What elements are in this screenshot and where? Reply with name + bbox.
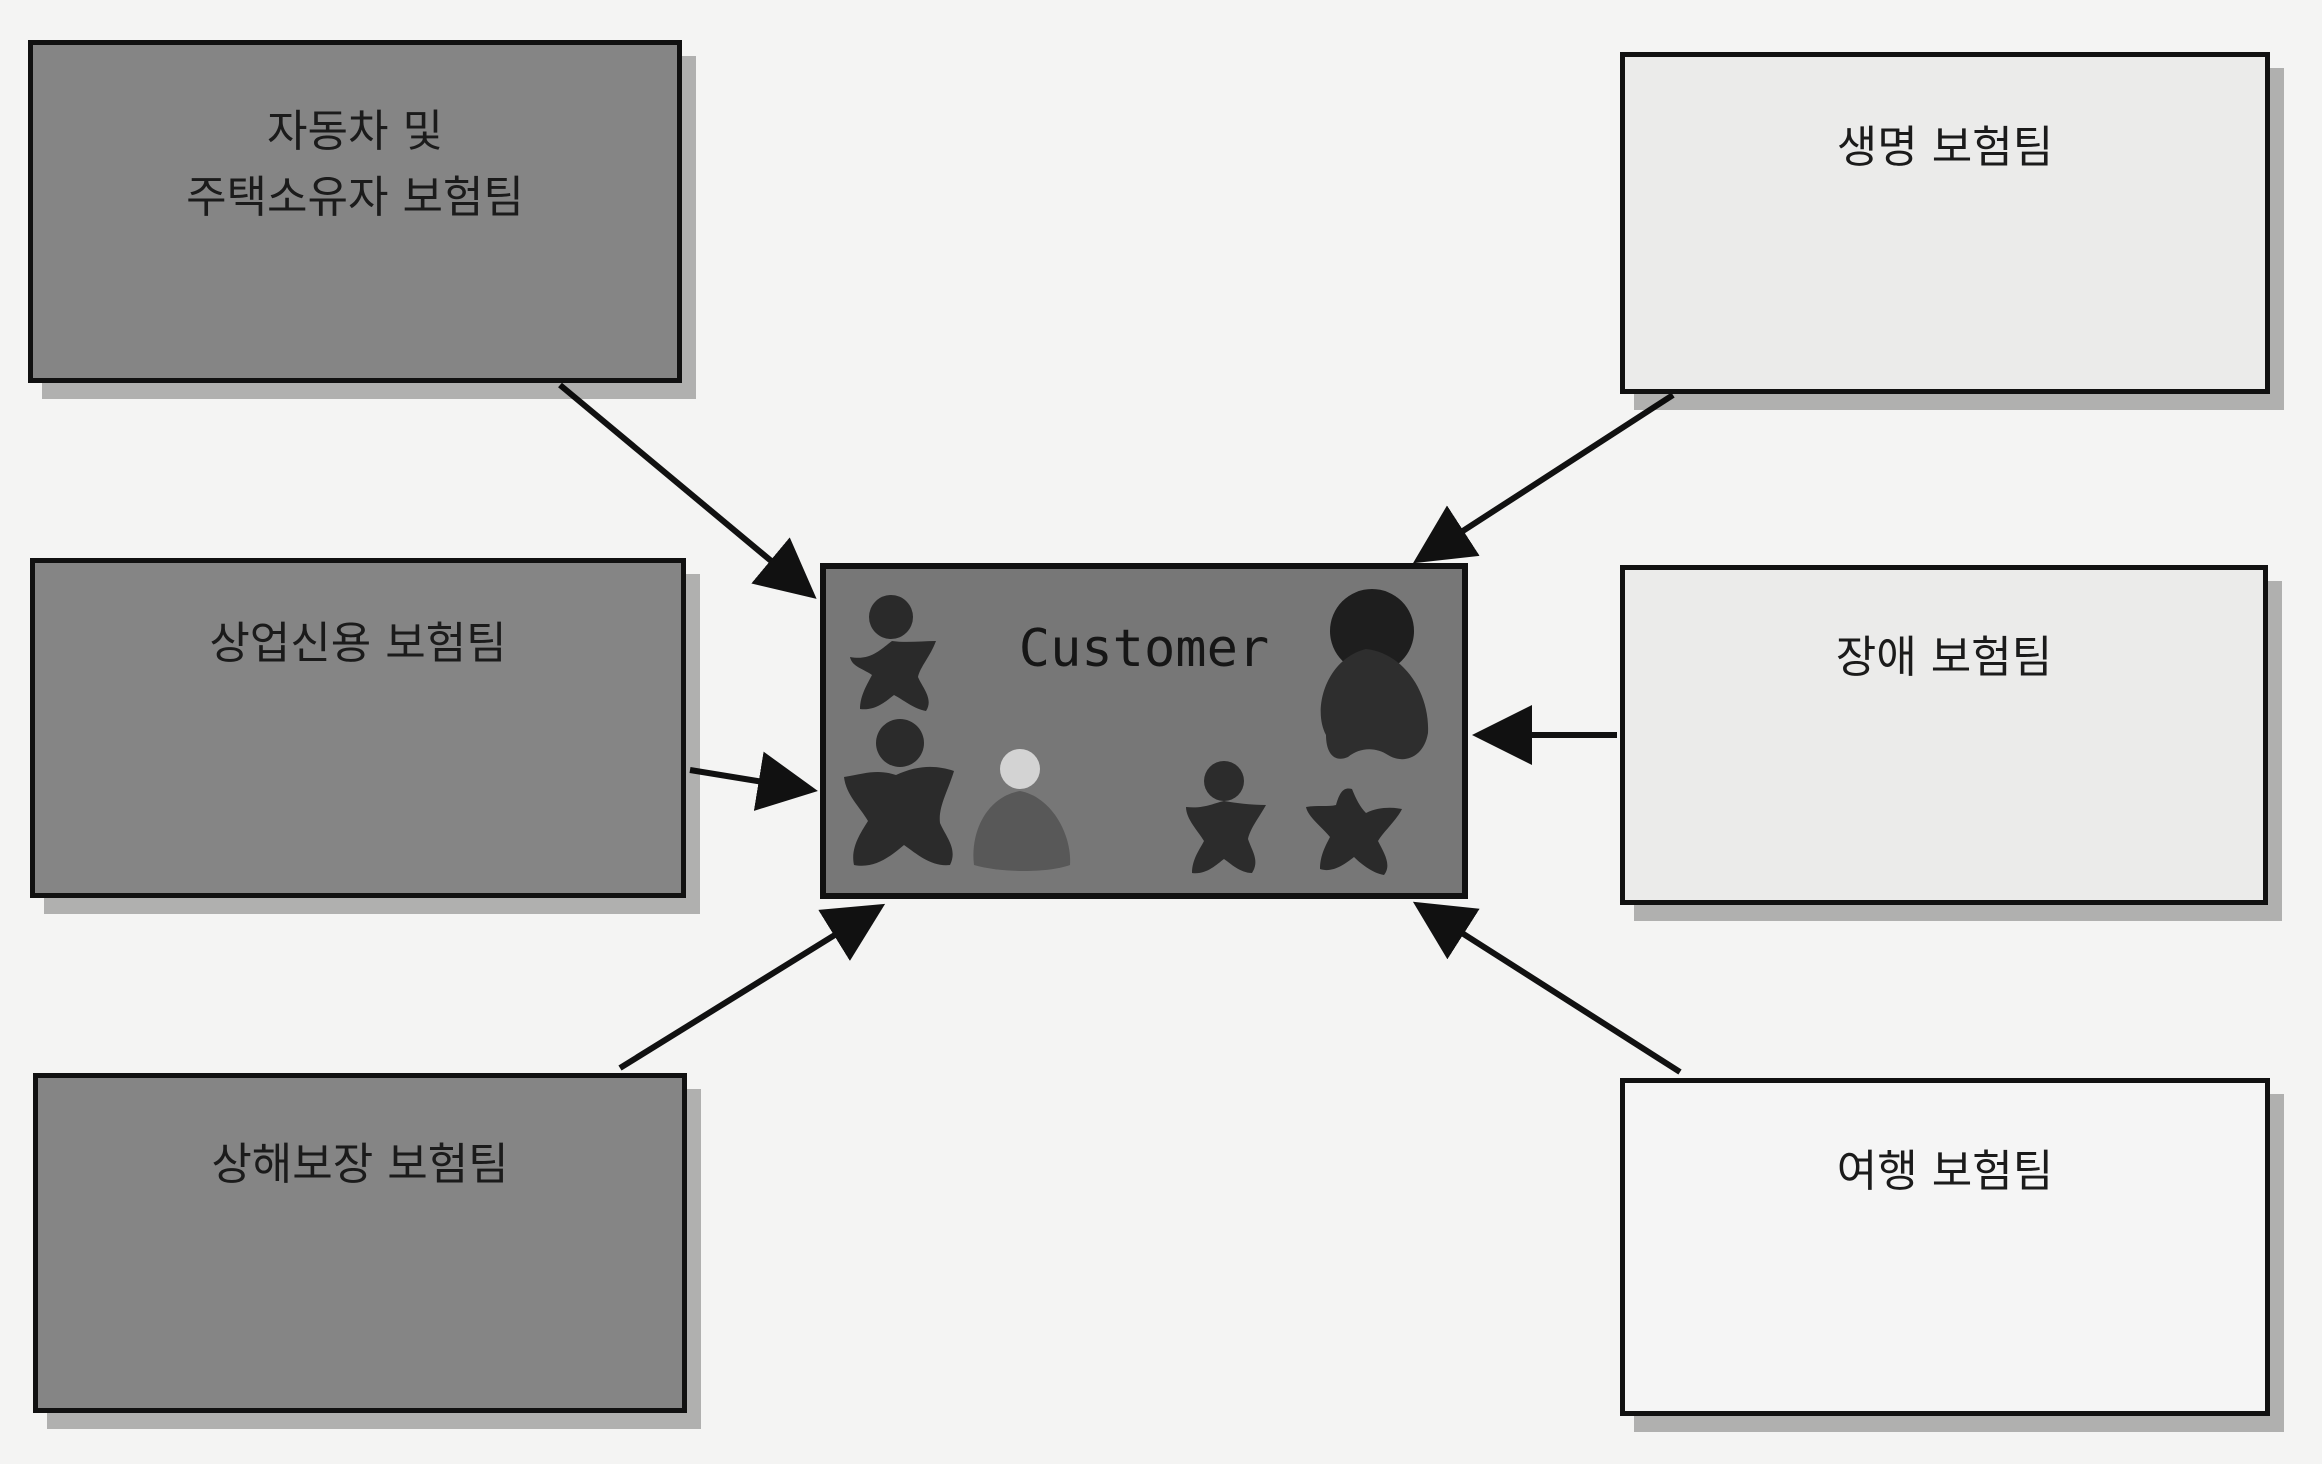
team-label-line: 여행 보험팀 — [1836, 1146, 2054, 1197]
customer-figures — [844, 589, 1429, 875]
team-box-commercial-credit: 상업신용 보험팀 — [30, 558, 686, 898]
team-label-line: 자동차 및 — [267, 106, 443, 157]
customer-box: Customer — [820, 563, 1468, 899]
arrow-accident — [618, 903, 886, 1071]
team-box-disability: 장애 보험팀 — [1620, 565, 2268, 905]
person-figure-icon — [1306, 788, 1402, 875]
team-label-line: 상해보장 보험팀 — [211, 1139, 509, 1190]
person-figure-icon — [850, 595, 936, 711]
team-label-line: 상업신용 보험팀 — [209, 618, 507, 669]
arrow-life — [1412, 392, 1675, 564]
team-box-travel: 여행 보험팀 — [1620, 1078, 2270, 1416]
person-figure-icon — [1186, 761, 1266, 874]
team-box-auto-home: 자동차 및 주택소유자 보험팀 — [28, 40, 682, 383]
arrow-commercial-credit — [689, 751, 818, 811]
team-box-life: 생명 보험팀 — [1620, 52, 2270, 394]
arrow-travel — [1412, 901, 1682, 1075]
team-label-line: 장애 보험팀 — [1835, 632, 2053, 683]
person-figure-icon — [844, 719, 954, 866]
arrow-auto-home — [558, 382, 817, 599]
customer-label: Customer — [1018, 619, 1270, 679]
team-label-line: 주택소유자 보험팀 — [186, 172, 524, 223]
team-label-line: 생명 보험팀 — [1836, 122, 2054, 173]
person-figure-icon — [1320, 589, 1429, 760]
team-box-accident: 상해보장 보험팀 — [33, 1073, 687, 1413]
person-figure-icon — [973, 749, 1071, 871]
